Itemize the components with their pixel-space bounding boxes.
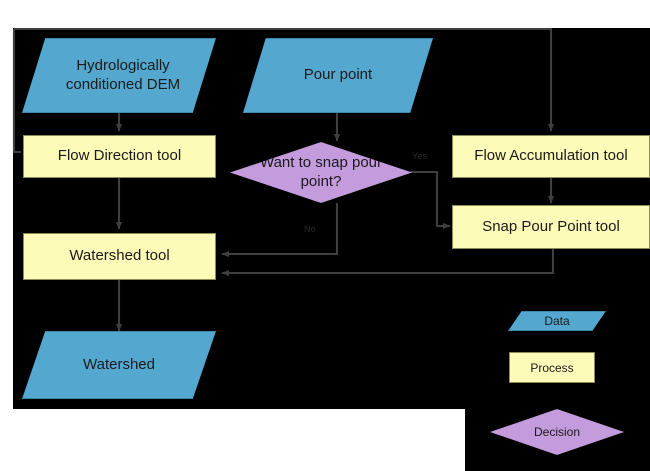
node-label: Flow Accumulation tool — [474, 147, 628, 165]
node-watershed-tool[interactable]: Watershed tool — [23, 233, 216, 280]
node-flow-direction-tool[interactable]: Flow Direction tool — [23, 135, 216, 178]
edge-label-yes: Yes — [412, 151, 428, 161]
node-watershed[interactable]: Watershed — [22, 331, 216, 399]
edge-topbus-to-flowaccumulation — [14, 27, 555, 132]
node-label: Snap Pour Point tool — [482, 217, 620, 235]
node-pour-point[interactable]: Pour point — [243, 38, 433, 113]
edge-decision-no-to-watershedtool — [221, 203, 339, 258]
node-label: Flow Direction tool — [57, 147, 182, 165]
node-label: Watershed — [83, 355, 155, 373]
node-label: Want to snap pour point? — [259, 154, 382, 190]
node-snap-pour-point-tool[interactable]: Snap Pour Point tool — [452, 205, 650, 249]
node-flow-accumulation-tool[interactable]: Flow Accumulation tool — [452, 135, 650, 178]
legend-item-process: Process — [509, 352, 595, 383]
node-label: Hydrologically conditioned DEM — [65, 57, 181, 93]
edge-topbus-to-flowdirection — [12, 29, 21, 154]
legend-label: Process — [530, 360, 574, 375]
node-hydrologically-conditioned-dem[interactable]: Hydrologically conditioned DEM — [22, 38, 216, 113]
edge-decision-yes-to-snaptool — [410, 170, 451, 230]
legend-item-data: Data — [508, 311, 606, 331]
node-label: Watershed tool — [69, 247, 170, 265]
edge-label-no: No — [304, 224, 316, 234]
node-label: Pour point — [303, 66, 373, 84]
edge-snaptool-to-watershedtool — [221, 249, 555, 277]
legend-label: Data — [544, 314, 570, 328]
legend-label: Decision — [533, 425, 581, 439]
